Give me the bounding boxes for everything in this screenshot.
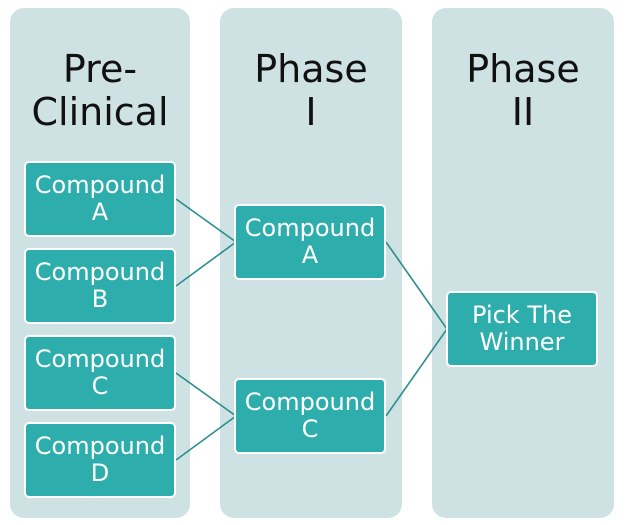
edge-pre-d-to-phase1-c: [175, 415, 237, 461]
node-phase1-compound-a: Compound A: [234, 204, 386, 280]
column-phase-2: Phase II: [432, 8, 614, 518]
edge-pre-a-to-phase1-a: [175, 198, 237, 243]
edge-phase1-a-to-winner: [385, 241, 448, 330]
column-title-phase-1: Phase I: [254, 47, 368, 134]
edge-phase1-c-to-winner: [385, 328, 448, 417]
column-title-phase-2: Phase II: [466, 47, 580, 134]
node-phase1-compound-c: Compound C: [234, 378, 386, 454]
column-title-preclinical: Pre- Clinical: [31, 47, 169, 134]
node-preclinical-compound-c: Compound C: [24, 335, 176, 411]
edge-pre-b-to-phase1-a: [175, 241, 237, 287]
node-preclinical-compound-a: Compound A: [24, 161, 176, 237]
edge-pre-c-to-phase1-c: [175, 372, 237, 417]
node-preclinical-compound-b: Compound B: [24, 248, 176, 324]
node-preclinical-compound-d: Compound D: [24, 422, 176, 498]
node-pick-the-winner: Pick The Winner: [446, 291, 598, 367]
